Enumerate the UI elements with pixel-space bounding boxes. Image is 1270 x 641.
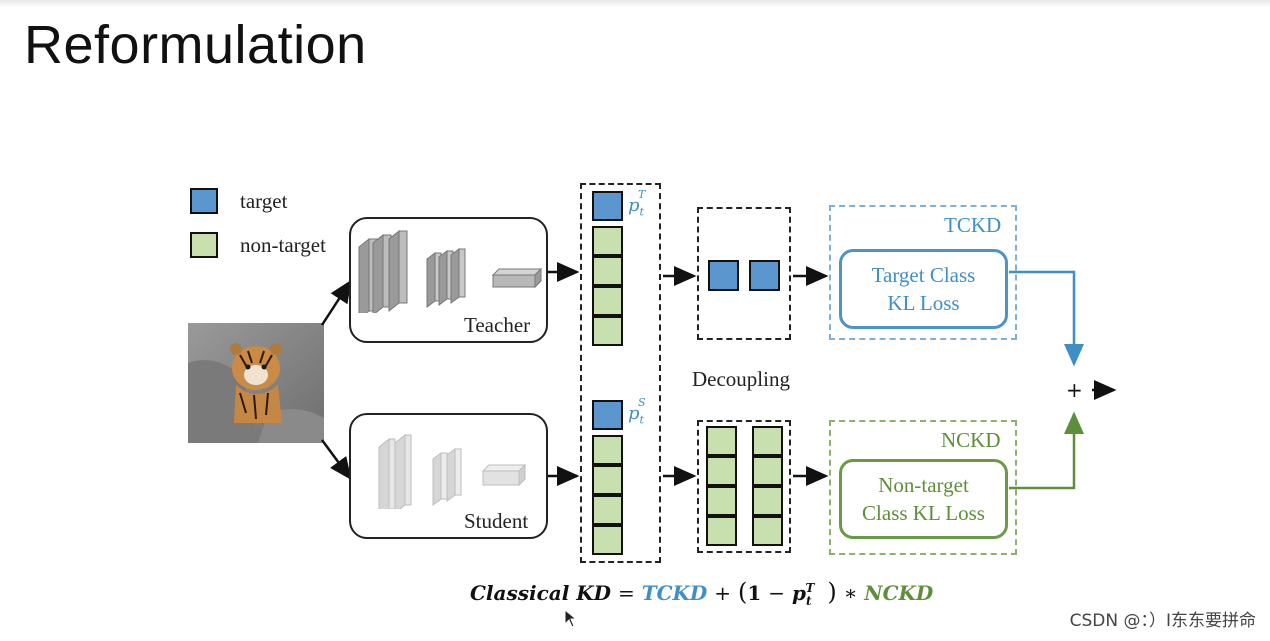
nontarget-class-kl-loss-box: Non-target Class KL Loss (839, 459, 1008, 539)
legend-nontarget-label: non-target (240, 233, 326, 257)
decoupled-teacher-nontarget-cell (706, 456, 737, 486)
tckd-tag: TCKD (944, 213, 1002, 237)
classical-kd-formula: Classical KD = TCKD + (1 − ptT ) ∗ NCKD (470, 578, 933, 608)
teacher-nontarget-cell (592, 226, 623, 256)
formula-nckd: NCKD (864, 581, 934, 605)
teacher-nontarget-cell (592, 256, 623, 286)
legend-target-label: target (240, 189, 288, 213)
formula-times: ∗ (843, 581, 858, 605)
sum-symbol: + (1066, 378, 1083, 402)
student-label: Student (464, 509, 529, 533)
formula-eq: = (617, 581, 635, 605)
nckd-tag: NCKD (941, 428, 1001, 452)
student-nontarget-cell (592, 525, 623, 555)
decoupled-student-nontarget-cell (752, 456, 783, 486)
decoupled-student-nontarget-cell (752, 486, 783, 516)
formula-p: ptT (791, 581, 815, 608)
decoupling-label: Decoupling (692, 367, 790, 391)
nckd-box (829, 420, 1017, 555)
nckd-line2: Class KL Loss (862, 501, 985, 525)
teacher-label: Teacher (464, 313, 531, 337)
output-probabilities-box (580, 183, 661, 563)
student-network-box: Student (349, 413, 548, 539)
student-nontarget-cell (592, 495, 623, 525)
formula-lhs: Classical KD (470, 581, 612, 605)
teacher-prob-label: ptT (628, 188, 646, 219)
formula-one: 1 (747, 581, 762, 605)
decoupled-teacher-target-cell (708, 260, 739, 291)
decoupled-teacher-nontarget-cell (706, 516, 737, 546)
student-target-cell (592, 400, 623, 430)
input-image-tiger (188, 323, 324, 443)
teacher-nontarget-cell (592, 286, 623, 316)
tckd-box (829, 205, 1017, 340)
formula-tckd: TCKD (641, 581, 708, 605)
decoupled-student-nontarget-cell (752, 516, 783, 546)
nckd-line1: Non-target (878, 473, 969, 497)
tckd-line2: KL Loss (887, 291, 960, 315)
teacher-target-cell (592, 191, 623, 221)
formula-plus: + (714, 581, 731, 605)
decoupled-teacher-nontarget-cell (706, 486, 737, 516)
decoupled-student-nontarget-cell (752, 426, 783, 456)
teacher-layers-icon (358, 229, 543, 313)
teacher-network-box: Teacher (349, 217, 548, 343)
formula-minus: − (768, 581, 785, 605)
slide-title: Reformulation (24, 15, 367, 75)
target-class-kl-loss-box: Target Class KL Loss (839, 249, 1008, 329)
slide-top-bar (0, 0, 1270, 8)
mouse-cursor-icon (564, 609, 578, 628)
legend-nontarget-swatch (190, 232, 218, 258)
decoupled-student-target-cell (749, 260, 780, 291)
teacher-nontarget-cell (592, 316, 623, 346)
student-nontarget-cell (592, 435, 623, 465)
decoupled-nontarget-box (697, 420, 791, 553)
student-nontarget-cell (592, 465, 623, 495)
tckd-line1: Target Class (871, 263, 976, 287)
student-layers-icon (378, 433, 527, 509)
csdn-watermark: CSDN @：）I东东要拼命 (1069, 611, 1256, 631)
formula-paren-close: ) (827, 578, 837, 606)
decoupled-target-box (697, 207, 791, 340)
student-prob-label: ptS (628, 396, 646, 427)
formula-paren-open: ( (737, 578, 748, 606)
legend-target-swatch (190, 188, 218, 214)
decoupled-teacher-nontarget-cell (706, 426, 737, 456)
